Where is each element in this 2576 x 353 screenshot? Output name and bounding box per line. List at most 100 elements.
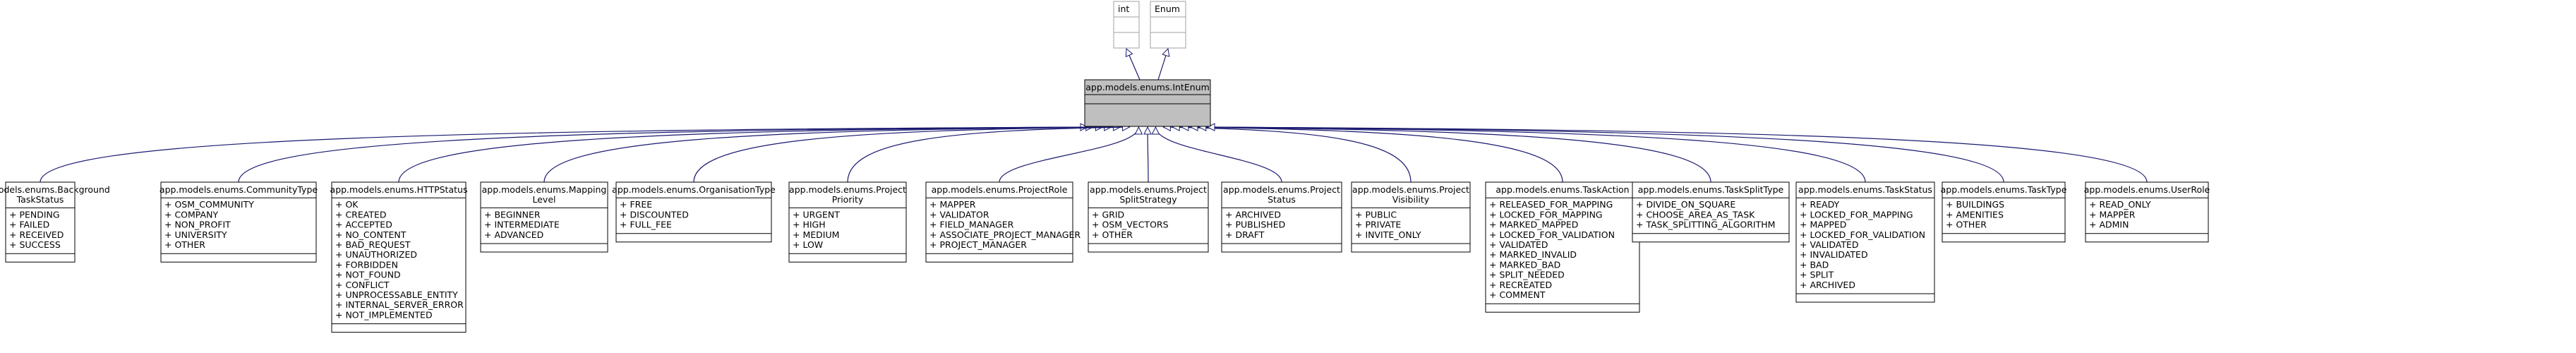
root-class-intenum[interactable]: app.models.enums.IntEnum bbox=[1084, 79, 1211, 127]
class-attribute: + INTERMEDIATE bbox=[484, 220, 560, 230]
class-nodes: int Enum app.models.enums.IntEnum app.model… bbox=[0, 1, 2210, 333]
class-attribute: + BUILDINGS bbox=[1946, 199, 2004, 210]
class-attribute: + OTHER bbox=[164, 239, 205, 250]
class-attribute: + NO_CONTENT bbox=[335, 229, 407, 240]
class-attribute: + FREE bbox=[620, 199, 652, 210]
inheritance-edge bbox=[1181, 127, 1711, 183]
class-attribute: + AMENITIES bbox=[1946, 209, 2004, 220]
class-title: app.models.enums.TaskType bbox=[1941, 184, 2067, 195]
class-box-organisation-type[interactable]: app.models.enums.OrganisationType+ FREE+… bbox=[612, 181, 776, 243]
class-title: Visibility bbox=[1392, 194, 1430, 205]
class-box-task-action[interactable]: app.models.enums.TaskAction+ RELEASED_FO… bbox=[1485, 181, 1640, 313]
class-attribute: + DISCOUNTED bbox=[620, 209, 689, 220]
class-title: app.models.enums.TaskSplitType bbox=[1638, 184, 1784, 195]
class-attribute: + CONFLICT bbox=[335, 280, 390, 290]
class-attribute: + READY bbox=[1800, 199, 1840, 210]
class-attribute: + BAD bbox=[1800, 259, 1829, 270]
class-attribute: + ACCEPTED bbox=[335, 220, 392, 230]
class-attribute: + COMPANY bbox=[164, 209, 218, 220]
class-title: app.models.enums.Project bbox=[789, 184, 906, 195]
class-attribute: + INVALIDATED bbox=[1800, 249, 1868, 260]
root-class-title: app.models.enums.IntEnum bbox=[1085, 82, 1210, 92]
class-attribute: + RECEIVED bbox=[9, 229, 64, 240]
class-attribute: + PROJECT_MANAGER bbox=[929, 239, 1027, 250]
base-class-label: Enum bbox=[1155, 4, 1180, 14]
class-attribute: + GRID bbox=[1092, 209, 1124, 220]
class-title: app.models.enums.Project bbox=[1352, 184, 1469, 195]
class-box-user-role[interactable]: app.models.enums.UserRole+ READ_ONLY+ MA… bbox=[2084, 181, 2210, 243]
class-attribute: + RECREATED bbox=[1489, 280, 1552, 290]
class-attribute: + OSM_COMMUNITY bbox=[164, 199, 254, 210]
class-attribute: + OK bbox=[335, 199, 359, 210]
inheritance-edges bbox=[40, 49, 2148, 183]
class-attribute: + FULL_FEE bbox=[620, 220, 672, 230]
inheritance-edge bbox=[1172, 127, 1563, 183]
class-title: app.models.enums.Background bbox=[0, 184, 110, 195]
class-attribute: + ADVANCED bbox=[484, 229, 543, 240]
class-box-project-role[interactable]: app.models.enums.ProjectRole+ MAPPER+ VA… bbox=[925, 181, 1081, 263]
class-attribute: + MAPPER bbox=[929, 199, 976, 210]
class-title: app.models.enums.Project bbox=[1090, 184, 1207, 195]
class-attribute: + MARKED_BAD bbox=[1489, 259, 1560, 270]
class-attribute: + OTHER bbox=[1946, 220, 1987, 230]
class-box-http-status[interactable]: app.models.enums.HTTPStatus+ OK+ CREATED… bbox=[330, 181, 468, 333]
class-attribute: + MARKED_MAPPED bbox=[1489, 220, 1578, 230]
class-attribute: + MARKED_INVALID bbox=[1489, 249, 1577, 260]
base-class-int[interactable]: int bbox=[1113, 1, 1140, 49]
class-box-community-type[interactable]: app.models.enums.CommunityType+ OSM_COMM… bbox=[160, 181, 318, 263]
class-box-task-type[interactable]: app.models.enums.TaskType + BUILDINGS+ AM… bbox=[1941, 181, 2067, 243]
class-title: app.models.enums.OrganisationType bbox=[612, 184, 776, 195]
class-title: TaskStatus bbox=[16, 194, 64, 205]
class-attribute: + LOCKED_FOR_VALIDATION bbox=[1489, 229, 1615, 240]
class-title: app.models.enums.TaskStatus bbox=[1798, 184, 1932, 195]
inheritance-edge bbox=[693, 127, 1120, 183]
inheritance-edge bbox=[999, 127, 1138, 183]
class-title: SplitStrategy bbox=[1119, 194, 1177, 205]
class-attribute: + LOCKED_FOR_MAPPING bbox=[1800, 209, 1913, 220]
class-attribute: + BAD_REQUEST bbox=[335, 239, 411, 250]
class-attribute: + FIELD_MANAGER bbox=[929, 220, 1014, 230]
class-attribute: + INVITE_ONLY bbox=[1355, 229, 1421, 240]
inheritance-edge bbox=[40, 127, 1088, 183]
class-title: Status bbox=[1268, 194, 1296, 205]
class-attribute: + UNPROCESSABLE_ENTITY bbox=[335, 289, 458, 300]
class-attribute: + NOT_IMPLEMENTED bbox=[335, 309, 433, 320]
class-attribute: + DRAFT bbox=[1225, 229, 1265, 240]
class-attribute: + RELEASED_FOR_MAPPING bbox=[1489, 199, 1613, 210]
class-box-task-status[interactable]: app.models.enums.TaskStatus+ READY+ LOCK… bbox=[1795, 181, 1935, 303]
class-attribute: + PRIVATE bbox=[1355, 220, 1401, 230]
inheritance-edge bbox=[1157, 49, 1168, 80]
class-attribute: + UNIVERSITY bbox=[164, 229, 227, 240]
class-title: app.models.enums.Mapping bbox=[482, 184, 607, 195]
class-box-task-split-type[interactable]: app.models.enums.TaskSplitType+ DIVIDE_O… bbox=[1632, 181, 1790, 243]
class-attribute: + OTHER bbox=[1092, 229, 1133, 240]
class-attribute: + FAILED bbox=[9, 220, 49, 230]
class-attribute: + URGENT bbox=[793, 209, 840, 220]
class-title: Priority bbox=[832, 194, 864, 205]
class-attribute: + CREATED bbox=[335, 209, 387, 220]
class-attribute: + PUBLISHED bbox=[1225, 220, 1285, 230]
class-title: app.models.enums.Project bbox=[1223, 184, 1340, 195]
class-attribute: + VALIDATED bbox=[1800, 239, 1859, 250]
class-attribute: + CHOOSE_AREA_AS_TASK bbox=[1636, 209, 1755, 220]
class-attribute: + INTERNAL_SERVER_ERROR bbox=[335, 299, 464, 310]
class-attribute: + OSM_VECTORS bbox=[1092, 220, 1169, 230]
class-attribute: + SPLIT_NEEDED bbox=[1489, 270, 1565, 280]
class-attribute: + SPLIT bbox=[1800, 270, 1834, 280]
class-attribute: + LOCKED_FOR_VALIDATION bbox=[1800, 229, 1925, 240]
base-class-enum[interactable]: Enum bbox=[1150, 1, 1186, 49]
class-attribute: + VALIDATED bbox=[1489, 239, 1548, 250]
base-class-label: int bbox=[1118, 4, 1129, 14]
class-attribute: + READ_ONLY bbox=[2089, 199, 2151, 210]
inheritance-edge bbox=[847, 127, 1130, 183]
class-attribute: + SUCCESS bbox=[9, 239, 61, 250]
inheritance-edge bbox=[1155, 127, 1282, 183]
class-attribute: + MAPPER bbox=[2089, 209, 2136, 220]
